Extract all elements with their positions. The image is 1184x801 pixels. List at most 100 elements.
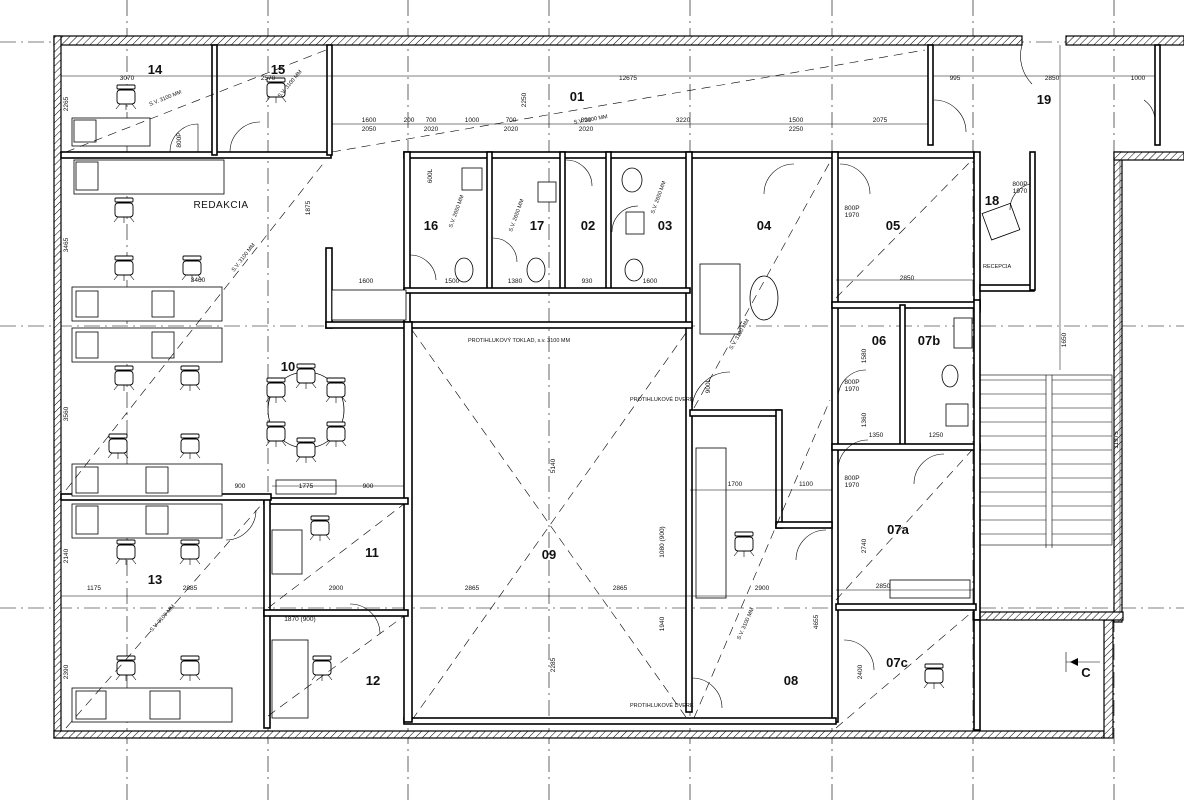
door-800p-07a: 800P [844,475,859,482]
room-09-label: 09 [542,547,556,562]
door-800p: 800P [176,132,183,147]
dim-2390: 2390 [63,664,70,679]
dim-2900b: 2900 [329,585,344,592]
door-1970-05: 1970 [845,212,860,219]
dim-3465: 3465 [63,237,70,252]
dim-2020c: 2020 [579,126,594,133]
dim-1600c: 1600 [359,278,374,285]
dimension-lines [61,45,1155,612]
dim-12675: 12675 [619,75,637,82]
dim-700b: 700 [506,117,517,124]
dim-1380: 1380 [508,278,523,285]
room-07b-label: 07b [918,333,940,348]
room-05-label: 05 [886,218,900,233]
dim-2885: 2885 [183,585,198,592]
sv-label-14: S.V. 3100 MM [149,89,183,108]
dim-1000: 1000 [465,117,480,124]
protihlukove-dvere-label-2: PROTIHLUKOVÉ DVERE [630,702,694,709]
furniture [71,77,1021,723]
dim-1080: 1080 (900) [659,526,666,557]
room-02-label: 02 [581,218,595,233]
dim-1580: 1580 [861,348,868,363]
room-07c-label: 07c [886,655,908,670]
dim-2865a: 2865 [465,585,480,592]
dim-2020b: 2020 [504,126,519,133]
doors [169,44,1156,709]
room-11-label: 11 [365,545,379,560]
section-mark-label: C [1081,665,1091,680]
sv-label-16: S.V. 2650 MM [448,194,466,229]
room-15-label: 15 [271,62,285,77]
dim-1700: 1700 [728,481,743,488]
dim-2250b: 2250 [789,126,804,133]
dimension-texts: 12675 3070 2570 1600 2050 200 700 2020 1… [63,75,1146,679]
room-13-label: 13 [148,572,162,587]
dim-2865b: 2865 [613,585,628,592]
room-06-label: 06 [872,333,886,348]
room-18-label: 18 [985,193,999,208]
interior-walls [60,44,1161,731]
room-01-label: 01 [570,89,584,104]
dim-2400: 2400 [857,664,864,679]
door-900l: 900L [705,378,712,393]
dim-1350: 1350 [869,432,884,439]
dim-3070: 3070 [120,75,135,82]
door-1970-07a: 1970 [845,482,860,489]
dim-2850c: 2850 [876,583,891,590]
door-1970-18: 1970 [1013,188,1028,195]
dim-1600b: 1600 [643,278,658,285]
sv-label-08: S.V. 3100 MM [736,607,756,641]
dim-1000b: 1000 [1131,75,1146,82]
dim-1100: 1100 [799,481,813,488]
door-800p-18: 800P [1012,181,1027,188]
dim-1775: 1775 [299,483,314,490]
protihlukove-dvere-label-1: PROTIHLUKOVÉ DVERE [630,396,694,403]
door-800p-05: 800P [844,205,859,212]
dim-2285: 2285 [550,657,557,672]
dim-11975: 11975 [1113,431,1120,449]
dim-890: 890 [581,117,592,124]
dim-2740: 2740 [861,538,868,553]
dim-2075: 2075 [873,117,888,124]
dim-1650: 1650 [1061,332,1068,347]
sv-label-01: S.V. 3100 MM [573,114,608,126]
redakcia-label: REDAKCIA [193,200,248,211]
dim-2900c: 2900 [755,585,770,592]
dim-1360: 1360 [861,412,868,427]
dim-1500b: 1500 [445,278,460,285]
dim-2050: 2050 [362,126,377,133]
dim-200: 200 [404,117,415,124]
dim-930: 930 [582,278,593,285]
room-04-label: 04 [757,218,772,233]
room-12-label: 12 [366,673,380,688]
outer-walls [53,35,1184,739]
sv-label-03: S.V. 2650 MM [650,180,668,215]
recepcia-label: RECEPCIA [983,264,1011,270]
dim-1500: 1500 [789,117,804,124]
dim-1250: 1250 [929,432,944,439]
dim-995: 995 [950,75,961,82]
dim-2140: 2140 [63,548,70,563]
door-600l: 600L [427,168,434,183]
dim-1875: 1875 [305,200,312,215]
dim-4655: 4655 [813,614,820,629]
staircase [979,374,1113,548]
dim-2250: 2250 [521,92,528,107]
room-03-label: 03 [658,218,672,233]
dim-1600: 1600 [362,117,377,124]
room-10-label: 10 [281,359,295,374]
room-labels: 14 15 01 19 16 17 02 03 04 05 18 06 07b … [148,62,1051,688]
dim-2570: 2570 [261,75,276,82]
door-1970-06: 1970 [845,386,860,393]
dim-700: 700 [426,117,437,124]
room-17-label: 17 [530,218,544,233]
dim-2850b: 2850 [900,275,915,282]
dim-1870: 1870 (900) [284,616,315,623]
room-14-label: 14 [148,62,163,77]
protihlukovy-toklad-label: PROTIHLUKOVÝ TOKLAD, s.v. 3100 MM [468,337,571,344]
sanitary-fixtures [454,167,973,427]
ceiling-height-diagonals [65,49,973,729]
room-07a-label: 07a [887,522,909,537]
dim-2265: 2265 [63,96,70,111]
